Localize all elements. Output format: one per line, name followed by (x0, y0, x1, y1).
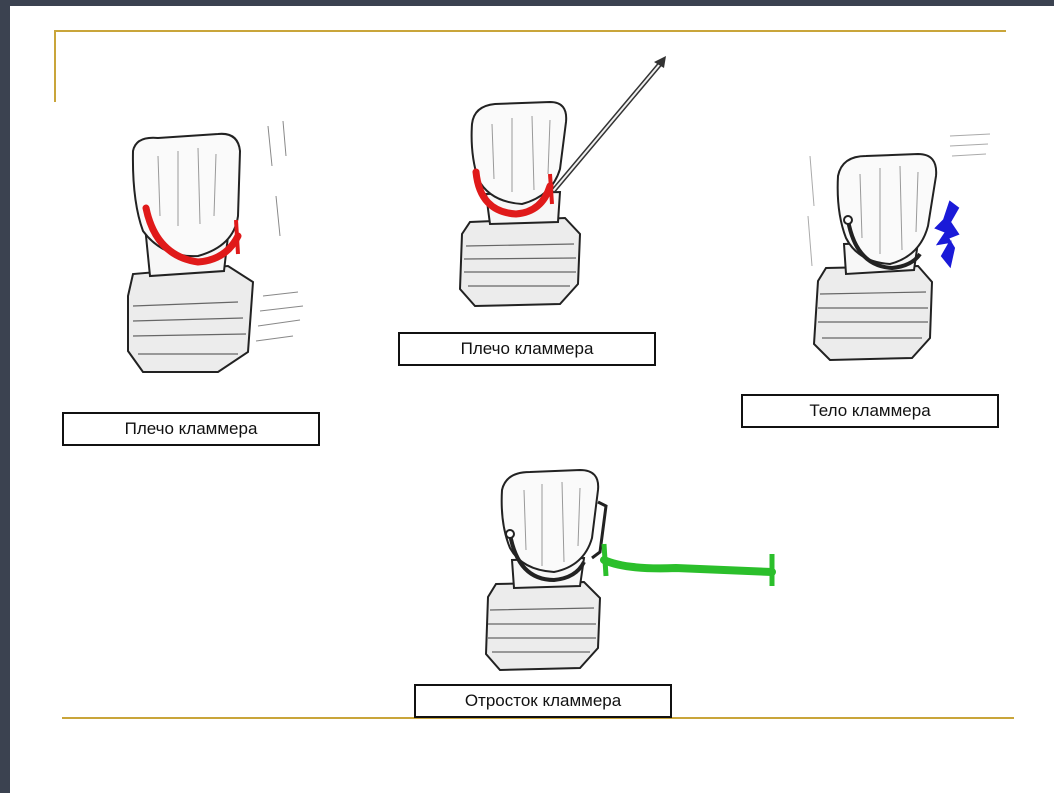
tooth-figure-body-right (800, 116, 1000, 386)
tooth-sketch-icon (800, 116, 1000, 386)
top-rule (54, 30, 1006, 32)
tooth-sketch-icon (476, 462, 776, 682)
label-body-right: Тело кламмера (741, 394, 999, 428)
slide: Плечо кламмера Плечо кламмера (10, 6, 1054, 793)
label-shoulder-center: Плечо кламмера (398, 332, 656, 366)
label-shoulder-left: Плечо кламмера (62, 412, 320, 446)
tooth-sketch-icon (88, 106, 318, 396)
label-process-bottom: Отросток кламмера (414, 684, 672, 718)
left-rule (54, 30, 56, 102)
tooth-figure-shoulder-left (88, 106, 318, 396)
tooth-sketch-icon (450, 54, 670, 324)
tooth-figure-process-bottom (476, 462, 776, 682)
probe-instrument-icon (554, 56, 666, 190)
tooth-figure-shoulder-center (450, 54, 670, 324)
